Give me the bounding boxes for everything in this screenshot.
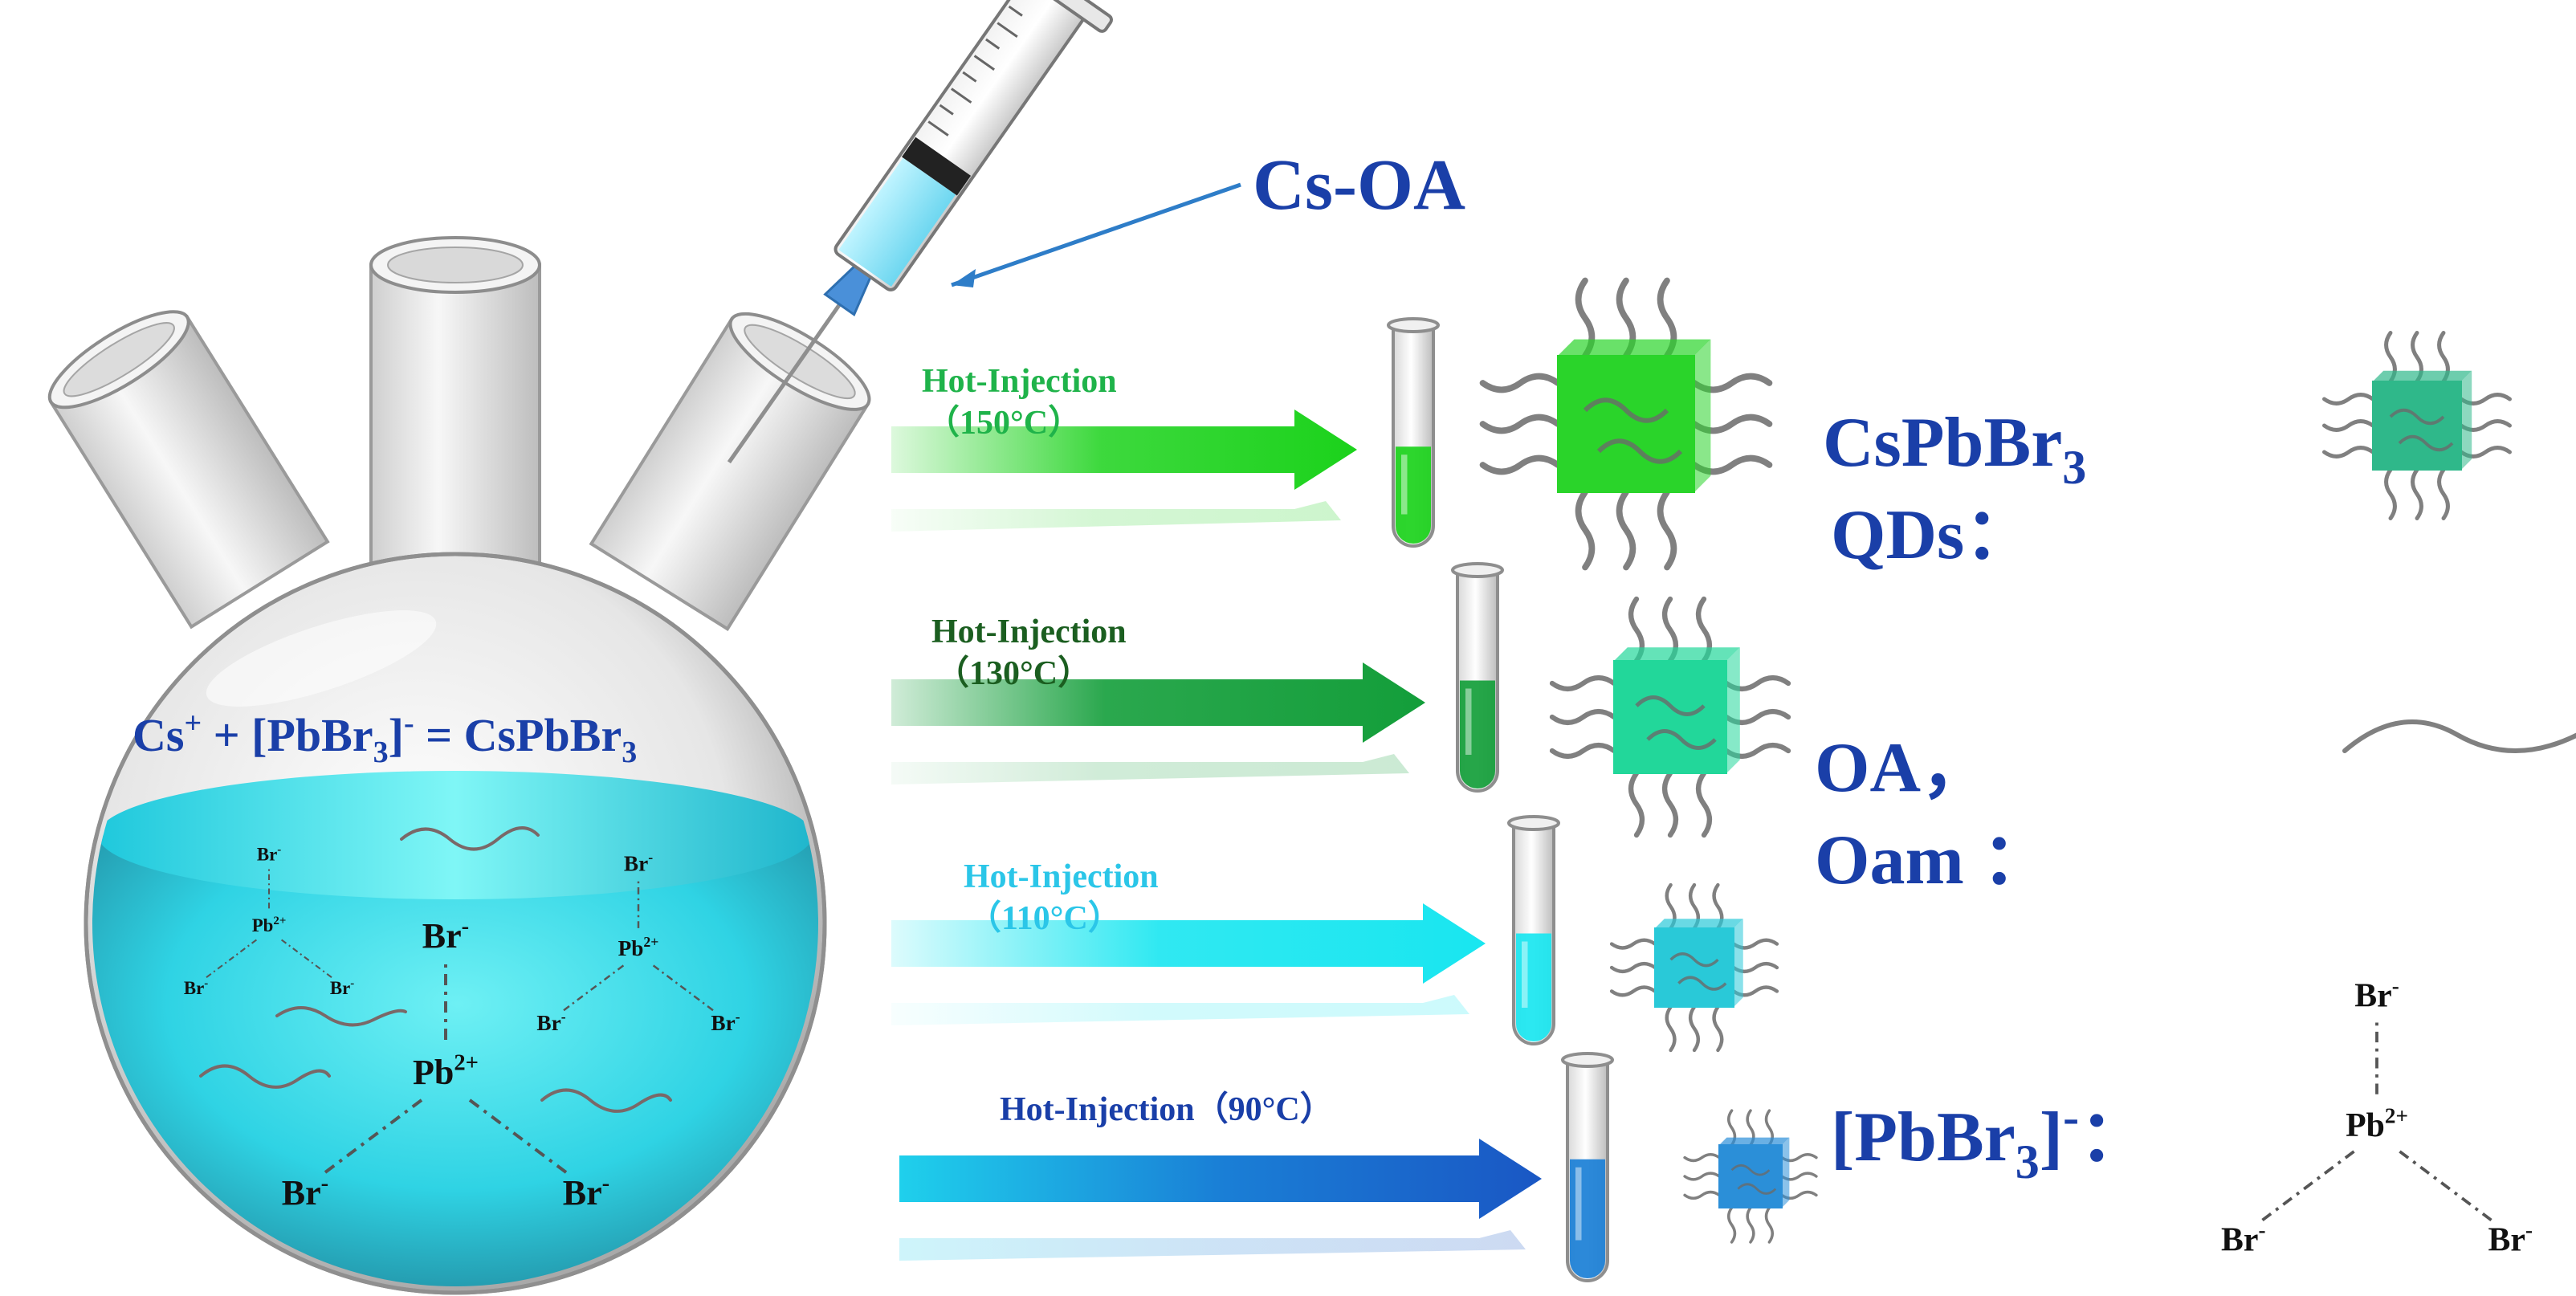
injection-temperature: （110°C） [968, 899, 1122, 937]
injection-arrow [899, 1139, 1542, 1219]
flask-center-neck [369, 236, 541, 588]
br-ion: Br- [2488, 1218, 2533, 1259]
flask-ligands [199, 826, 672, 1113]
br-ion: Br- [330, 977, 354, 998]
br-ion: Br- [536, 1009, 565, 1035]
pb-ion: Pb2+ [252, 915, 287, 935]
injection-arrow [891, 410, 1357, 490]
flask-left-neck [47, 310, 330, 630]
injection-row: Hot-Injection （130°C） [891, 562, 1791, 838]
quantum-dot [1479, 277, 1773, 571]
legend-ligand-icon [2342, 719, 2576, 753]
injection-arrow-reflection [891, 995, 1469, 1025]
br-ion: Br- [624, 850, 653, 876]
legend-ligand-label-2: Oam ： [1815, 821, 2052, 899]
injection-row: Hot-Injection （110°C） [891, 815, 1779, 1053]
cs-oa-label: Cs-OA [1253, 145, 1465, 225]
pb-ion: Pb2+ [413, 1050, 479, 1092]
ion-complex-large: Pb2+ Br- Br- Br- [282, 914, 609, 1212]
ion-complex-small-right: Pb2+ Br- Br- Br- [536, 850, 740, 1035]
test-tube [1507, 815, 1560, 1045]
br-ion: Br- [282, 1171, 328, 1212]
quantum-dot [1609, 882, 1779, 1053]
legend-ligand-label-1: OA， [1815, 729, 1991, 807]
injection-row: Hot-Injection（90°C） [899, 1052, 1818, 1282]
injection-row: Hot-Injection （150°C） [891, 277, 1773, 571]
reaction-equation: Cs+ + [PbBr3]- = CsPbBr3 [132, 707, 637, 769]
legend-qd-icon [2322, 331, 2512, 520]
injection-label: Hot-Injection [964, 858, 1159, 895]
injection-arrow [891, 903, 1486, 984]
br-ion: Br- [257, 843, 281, 864]
injection-rows: Hot-Injection （150°C） Hot-Injection （130°C）… [891, 277, 1818, 1282]
quantum-dot [1549, 596, 1791, 838]
legend: CsPbBr3 QDs： OA， Oam ： [PbBr3]-： Pb2+ Br-… [1815, 331, 2576, 1259]
legend-complex-icon: Pb2+ Br- Br- Br- [2221, 974, 2533, 1259]
injection-temperature: （90°C） [1195, 1090, 1334, 1128]
test-tube [1561, 1052, 1614, 1282]
cs-oa-pointer [951, 182, 1241, 287]
legend-qds-label-line2: QDs： [1831, 496, 2035, 574]
legend-qds-label: CsPbBr3 [1823, 404, 2086, 494]
injection-temperature: （130°C） [935, 654, 1091, 692]
pb-ion: Pb2+ [618, 934, 659, 960]
br-ion: Br- [2354, 974, 2399, 1015]
test-tube [1387, 317, 1440, 548]
quantum-dot [1683, 1109, 1818, 1244]
br-ion: Br- [711, 1009, 740, 1035]
injection-label: Hot-Injection [922, 363, 1117, 400]
legend-complex-label: [PbBr3]-： [1831, 1090, 2150, 1188]
br-ion: Br- [2221, 1218, 2265, 1259]
injection-label: Hot-Injection（90°C） [1000, 1090, 1334, 1128]
injection-arrow-reflection [891, 754, 1409, 785]
injection-label: Hot-Injection [931, 613, 1127, 650]
flask-ion-complexes: Pb2+ Br- Br- Br- Pb2+ Br- Br- Br- Pb2+ Br- Br- Br- [184, 843, 740, 1212]
flask-right-neck [589, 312, 871, 631]
injection-arrow-reflection [899, 1230, 1526, 1261]
legend-qd [2322, 331, 2512, 520]
three-neck-flask [47, 236, 871, 1295]
pb-ion: Pb2+ [2346, 1103, 2408, 1144]
br-ion: Br- [184, 977, 208, 998]
br-ion: Br- [422, 914, 469, 956]
br-ion: Br- [563, 1171, 609, 1212]
ion-complex-small-left: Pb2+ Br- Br- Br- [184, 843, 354, 998]
injection-arrow [891, 662, 1425, 743]
syringe [727, 0, 1113, 464]
legend-complex: Pb2+ Br- Br- Br- [2221, 974, 2533, 1259]
test-tube [1451, 562, 1504, 793]
injection-arrow-reflection [891, 501, 1341, 532]
injection-temperature: （150°C） [926, 404, 1082, 442]
